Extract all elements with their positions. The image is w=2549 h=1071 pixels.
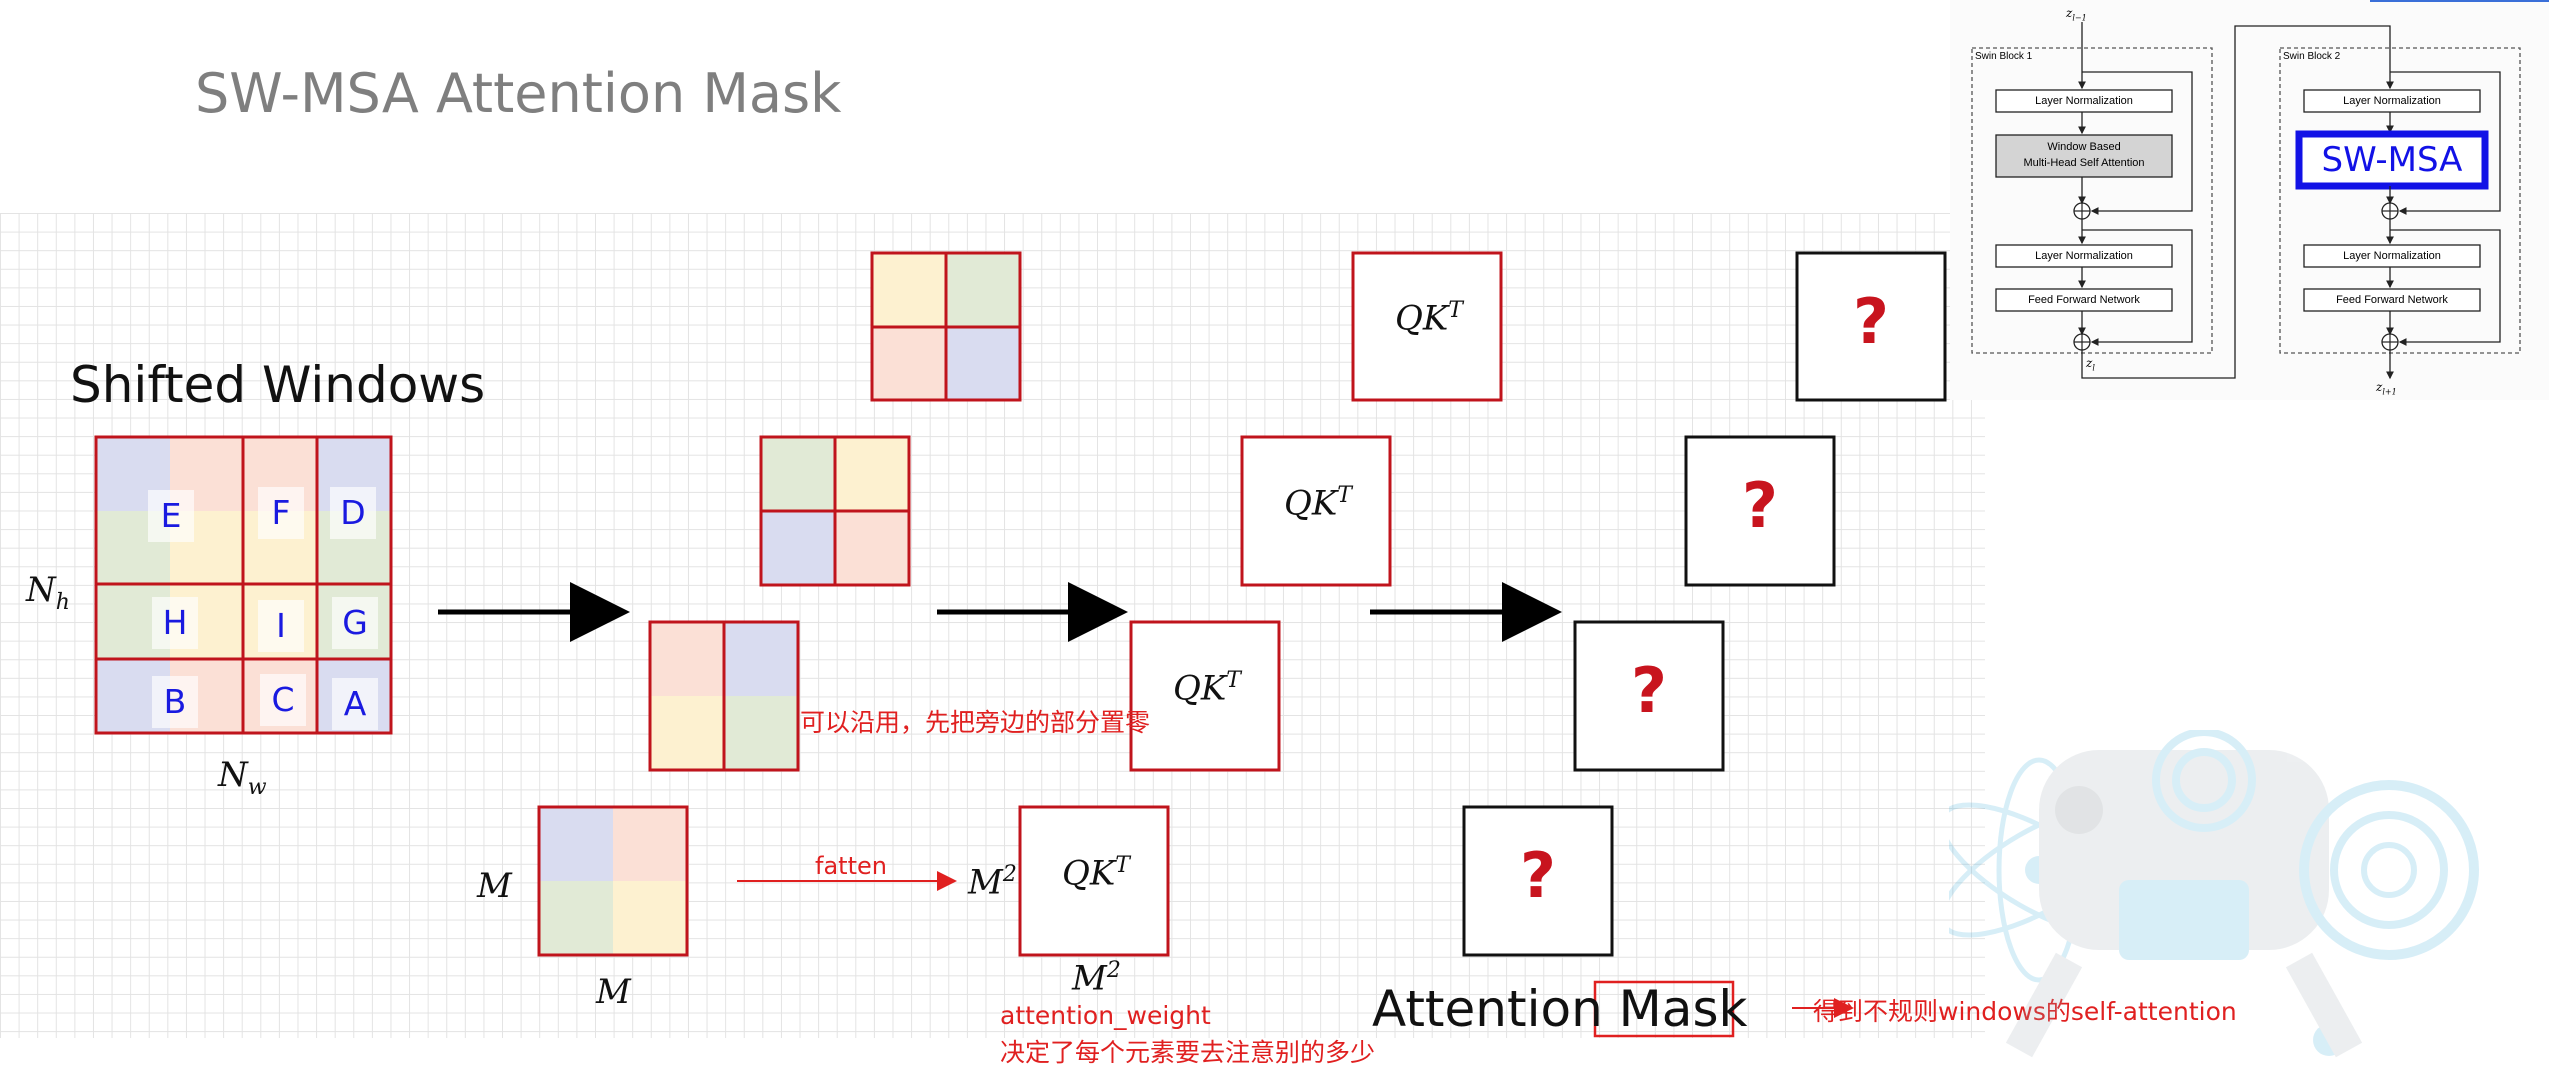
mask-word: Mask (1618, 980, 1748, 1038)
window-block-1 (537, 805, 689, 957)
window-cell-d: D (330, 487, 376, 539)
qk-box-2 (1129, 620, 1281, 772)
window-cell-f: F (258, 487, 304, 539)
attention-desc-note: 决定了每个元素要去注意别的多少 (1000, 1038, 1376, 1067)
block2-ffn: Feed Forward Network (2336, 294, 2448, 306)
m-squared-bottom-label: M2 (1072, 958, 1121, 999)
z-input-label: zl−1 (2066, 6, 2087, 23)
block2-layer-norm-1: Layer Normalization (2343, 95, 2441, 107)
nw-label: Nw (218, 755, 267, 800)
window-cell-h: H (152, 597, 198, 649)
mask-question-4: ? (1853, 285, 1889, 358)
mask-question-2: ? (1631, 654, 1667, 727)
z-output-label: zl+1 (2376, 380, 2397, 397)
window-block-3 (759, 435, 911, 587)
mask-box-4 (1795, 251, 1947, 402)
nh-label: Nh (26, 570, 70, 615)
reuse-note: 可以沿用，先把旁边的部分置零 (800, 708, 1151, 737)
m-squared-left-label: M2 (968, 862, 1017, 903)
qk-label-1: QKT (1062, 853, 1130, 894)
window-height-label: M (477, 866, 512, 906)
flatten-label: fatten (815, 852, 887, 880)
window-block-2 (648, 620, 800, 772)
mask-box-3 (1684, 435, 1836, 587)
mask-box-2 (1573, 620, 1725, 772)
z-mid-label: zl (2086, 356, 2095, 373)
slide-title: SW-MSA Attention Mask (195, 62, 842, 125)
diagram-svg (94, 251, 1947, 1038)
robot-decoration (1949, 730, 2479, 1058)
window-cell-b: B (152, 676, 198, 728)
window-cell-c: C (260, 674, 306, 726)
attention-weight-note: attention_weight (1000, 1001, 1211, 1030)
mask-highlight-box (1593, 980, 1735, 1038)
qk-box-4 (1351, 251, 1503, 402)
block2-swmsa: SW-MSA (2321, 140, 2463, 180)
swin-block-2-frame (2279, 47, 2521, 354)
window-width-label: M (596, 972, 631, 1012)
swin-block-1-title: Swin Block 1 (1975, 51, 2033, 62)
qk-box-3 (1240, 435, 1392, 587)
qk-label-3: QKT (1284, 483, 1352, 524)
mask-question-1: ? (1520, 839, 1556, 912)
mask-question-3: ? (1742, 469, 1778, 542)
qk-label-4: QKT (1395, 298, 1463, 339)
block1-wmsa-line2: Multi-Head Self Attention (2023, 157, 2145, 169)
swin-block-diagram: zl−1 zl zl+1 Swin Block 1 Swin Block 2 L… (1950, 0, 2549, 400)
shifted-windows-title: Shifted Windows (70, 356, 486, 414)
window-cell-i: I (258, 600, 304, 652)
swin-block-1-frame (1971, 47, 2213, 354)
window-cell-e: E (148, 490, 194, 542)
block1-ffn: Feed Forward Network (2028, 294, 2140, 306)
qk-label-2: QKT (1173, 668, 1241, 709)
block1-wmsa-line1: Window Based (2047, 141, 2121, 153)
window-cell-g: G (332, 597, 378, 649)
block1-layer-norm-2: Layer Normalization (2035, 250, 2133, 262)
block2-layer-norm-2: Layer Normalization (2343, 250, 2441, 262)
attention-mask-title: Attention Mask (1372, 980, 1748, 1038)
block1-layer-norm-1: Layer Normalization (2035, 95, 2133, 107)
swin-block-2-title: Swin Block 2 (2283, 51, 2341, 62)
window-block-4 (870, 251, 1022, 402)
mask-result-note: 得到不规则windows的self-attention (1813, 992, 2237, 1028)
qk-box-1 (1018, 805, 1170, 957)
mask-box-1 (1462, 805, 1614, 957)
window-cell-a: A (332, 678, 378, 730)
